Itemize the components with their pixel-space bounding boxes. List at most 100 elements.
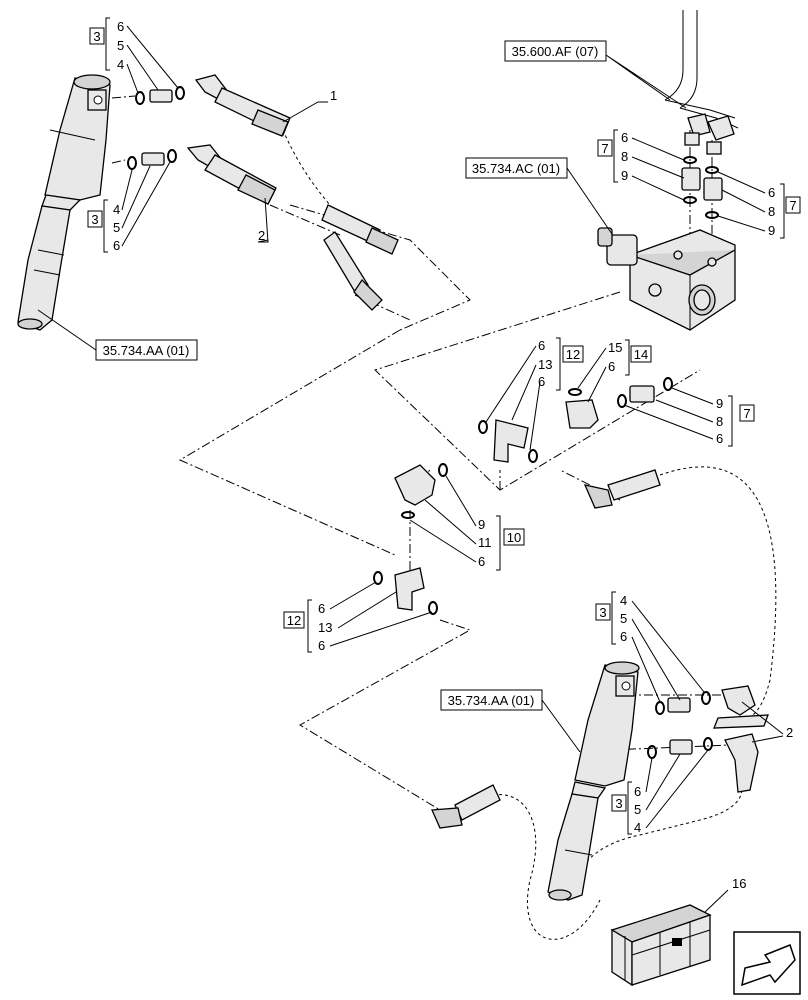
o-ring-icon [705, 166, 719, 174]
group-number: 10 [507, 530, 521, 545]
group-number: 3 [599, 605, 606, 620]
group-number-box[interactable] [562, 345, 584, 363]
group-number-box[interactable] [283, 611, 305, 629]
part-group: 3 6 5 4 [611, 749, 709, 835]
upper-pipes [664, 10, 739, 219]
item-number: 9 [768, 223, 775, 238]
o-ring-icon [401, 511, 415, 519]
callout-number: 2 [258, 228, 265, 243]
item-number: 6 [608, 359, 615, 374]
item-number: 6 [621, 130, 628, 145]
callout: 1 [282, 88, 337, 123]
callout: 16 [704, 876, 746, 913]
group-number: 3 [91, 212, 98, 227]
item-number: 11 [478, 535, 492, 550]
group-number: 3 [93, 29, 100, 44]
reference-label: 35.734.AA (01) [103, 343, 190, 358]
callout-number: 16 [732, 876, 746, 891]
item-number: 15 [608, 340, 622, 355]
item-number: 6 [117, 19, 124, 34]
part-group: 9 8 6 7 [623, 387, 755, 447]
o-ring-icon [438, 463, 448, 477]
adapter-icon [669, 739, 693, 755]
fittings-top-left [127, 74, 399, 311]
o-ring-icon [663, 377, 673, 391]
part-group: 7 6 8 9 [597, 129, 685, 201]
callout-number: 2 [786, 725, 793, 740]
fittings-bottom-right [431, 685, 769, 829]
cylinder-icon [547, 661, 640, 901]
group-number: 14 [634, 347, 648, 362]
reference-box[interactable]: 35.734.AC (01) [465, 157, 613, 235]
group-number-box[interactable] [87, 210, 103, 228]
reference-box[interactable]: 35.600.AF (07) [504, 40, 687, 109]
adapter-icon [681, 167, 701, 191]
item-number: 13 [318, 620, 332, 635]
adapter-icon [141, 152, 165, 166]
group-number: 7 [743, 406, 750, 421]
group-number: 7 [789, 198, 796, 213]
item-number: 8 [621, 149, 628, 164]
part-group: 3 4 5 6 [595, 591, 705, 703]
group-number-box[interactable] [503, 528, 525, 546]
item-number: 4 [117, 57, 124, 72]
part-group: 3 4 5 6 [87, 161, 171, 253]
reference-box[interactable]: 35.734.AA (01) [440, 689, 581, 753]
item-number: 4 [634, 820, 641, 835]
item-number: 6 [538, 338, 545, 353]
fittings-center [373, 463, 448, 615]
group-number-box[interactable] [595, 603, 611, 621]
group-number-box[interactable] [611, 794, 627, 812]
group-number-box[interactable] [630, 345, 652, 363]
o-ring-icon [373, 571, 383, 585]
adapter-icon [703, 177, 723, 201]
group-number-box[interactable] [89, 27, 105, 45]
part-group: 6 13 6 12 [485, 337, 584, 451]
group-number-box[interactable] [597, 139, 613, 157]
fittings-center-right [478, 377, 673, 509]
reference-label: 35.734.AA (01) [448, 693, 535, 708]
elbow-icon [565, 399, 599, 429]
o-ring-icon [705, 211, 719, 219]
o-ring-icon [703, 737, 713, 751]
group-number-box[interactable] [739, 404, 755, 422]
part-group: 9 11 6 10 [409, 475, 525, 571]
reference-label: 35.734.AC (01) [472, 161, 560, 176]
reference-box[interactable]: 35.734.AA (01) [37, 309, 198, 361]
group-number: 3 [615, 796, 622, 811]
o-ring-icon [478, 420, 488, 434]
o-ring-icon [175, 86, 185, 100]
item-number: 4 [620, 593, 627, 608]
item-number: 4 [113, 202, 120, 217]
part-group: 3 6 5 4 [89, 17, 179, 94]
group-number-box[interactable] [785, 196, 801, 214]
item-number: 5 [113, 220, 120, 235]
item-number: 9 [621, 168, 628, 183]
item-number: 8 [768, 204, 775, 219]
item-number: 6 [620, 629, 627, 644]
part-group: 15 6 14 [577, 339, 652, 403]
adapter-icon [667, 697, 691, 713]
adapter-icon [149, 89, 173, 103]
kit-crate-icon [610, 904, 712, 987]
item-number: 6 [768, 185, 775, 200]
group-number: 12 [287, 613, 301, 628]
group-number: 7 [601, 141, 608, 156]
item-number: 6 [716, 431, 723, 446]
o-ring-icon [135, 91, 145, 105]
o-ring-icon [528, 449, 538, 463]
callout: 2 [257, 197, 269, 243]
cylinder-icon [17, 74, 111, 331]
item-number: 6 [318, 638, 325, 653]
item-number: 8 [716, 414, 723, 429]
o-ring-icon [428, 601, 438, 615]
part-group: 6 8 9 7 [717, 171, 801, 239]
item-number: 6 [113, 238, 120, 253]
reference-label: 35.600.AF (07) [512, 44, 599, 59]
tee-fitting-icon [394, 567, 425, 611]
center-lines [111, 95, 731, 811]
item-number: 6 [318, 601, 325, 616]
adapter-icon [629, 385, 655, 403]
view-direction-arrow-icon [733, 931, 801, 995]
fitting-icon [684, 132, 700, 146]
